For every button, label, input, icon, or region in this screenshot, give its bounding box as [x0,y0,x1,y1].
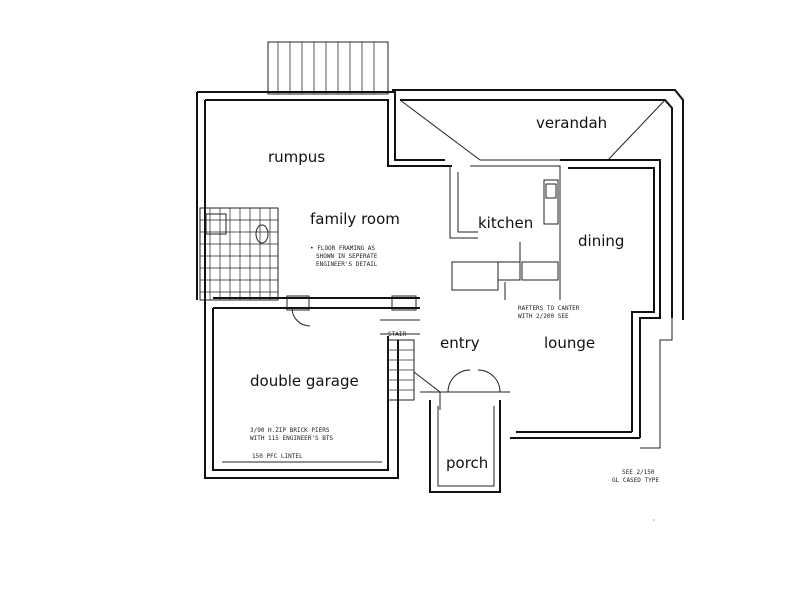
rear-deck-hatch [267,41,389,95]
note-lounge-rafters: RAFTERS TO CANTER [518,305,580,312]
note-floor-framing-3: ENGINEER'S DETAIL [316,261,378,268]
room-label-double-garage: double garage [250,372,359,390]
internal-walls [286,178,561,493]
note-floor-framing: • FLOOR FRAMING AS [310,245,375,252]
room-label-porch: porch [446,454,488,472]
bathroom-tile-area [199,207,279,301]
room-label-rumpus: rumpus [268,148,325,166]
note-stair: STAIR [388,331,406,338]
note-corner-2: GL CASED TYPE [612,477,659,484]
room-label-verandah: verandah [536,114,607,132]
room-label-family-room: family room [310,210,400,228]
room-label-kitchen: kitchen [478,214,533,232]
room-label-dining: dining [578,232,624,250]
note-garage-lintel: 150 PFC LINTEL [252,453,303,460]
scan-speck: · [652,517,656,524]
outer-walls [196,89,684,479]
note-lounge-rafters-2: WITH 2/200 SEE [518,313,569,320]
kitchen-benches [449,165,561,291]
note-corner: SEE 2/150 [622,469,655,476]
note-garage-bricks-2: WITH 115 ENGINEER'S BTS [250,435,333,442]
note-garage-bricks: 3/90 H.ZIP BRICK PIERS [250,427,330,434]
room-label-entry: entry [440,334,480,352]
room-label-lounge: lounge [544,334,595,352]
note-floor-framing-2: SHOWN IN SEPERATE [316,253,378,260]
